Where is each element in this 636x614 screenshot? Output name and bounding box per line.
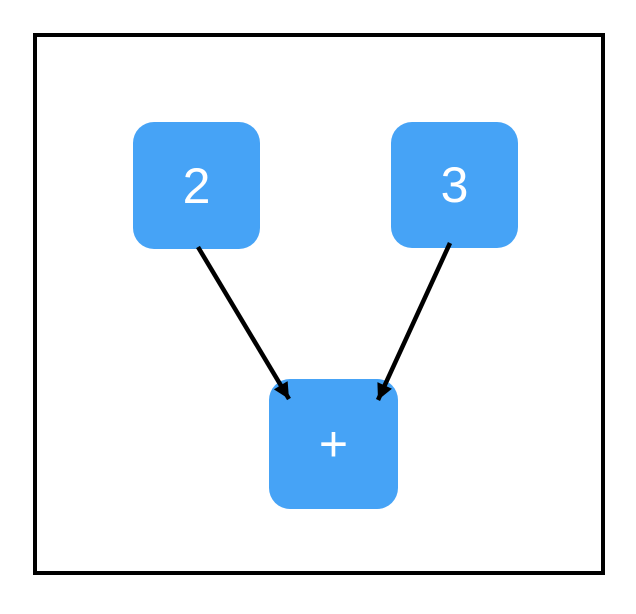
node-operator-plus: +	[269, 379, 398, 509]
node-operand-2-label: 2	[182, 157, 211, 214]
node-operand-3-label: 3	[440, 157, 469, 213]
node-operator-plus-label: +	[318, 416, 349, 472]
node-operand-2: 2	[133, 122, 260, 249]
node-operand-3: 3	[391, 122, 518, 248]
figure-frame	[33, 33, 605, 575]
